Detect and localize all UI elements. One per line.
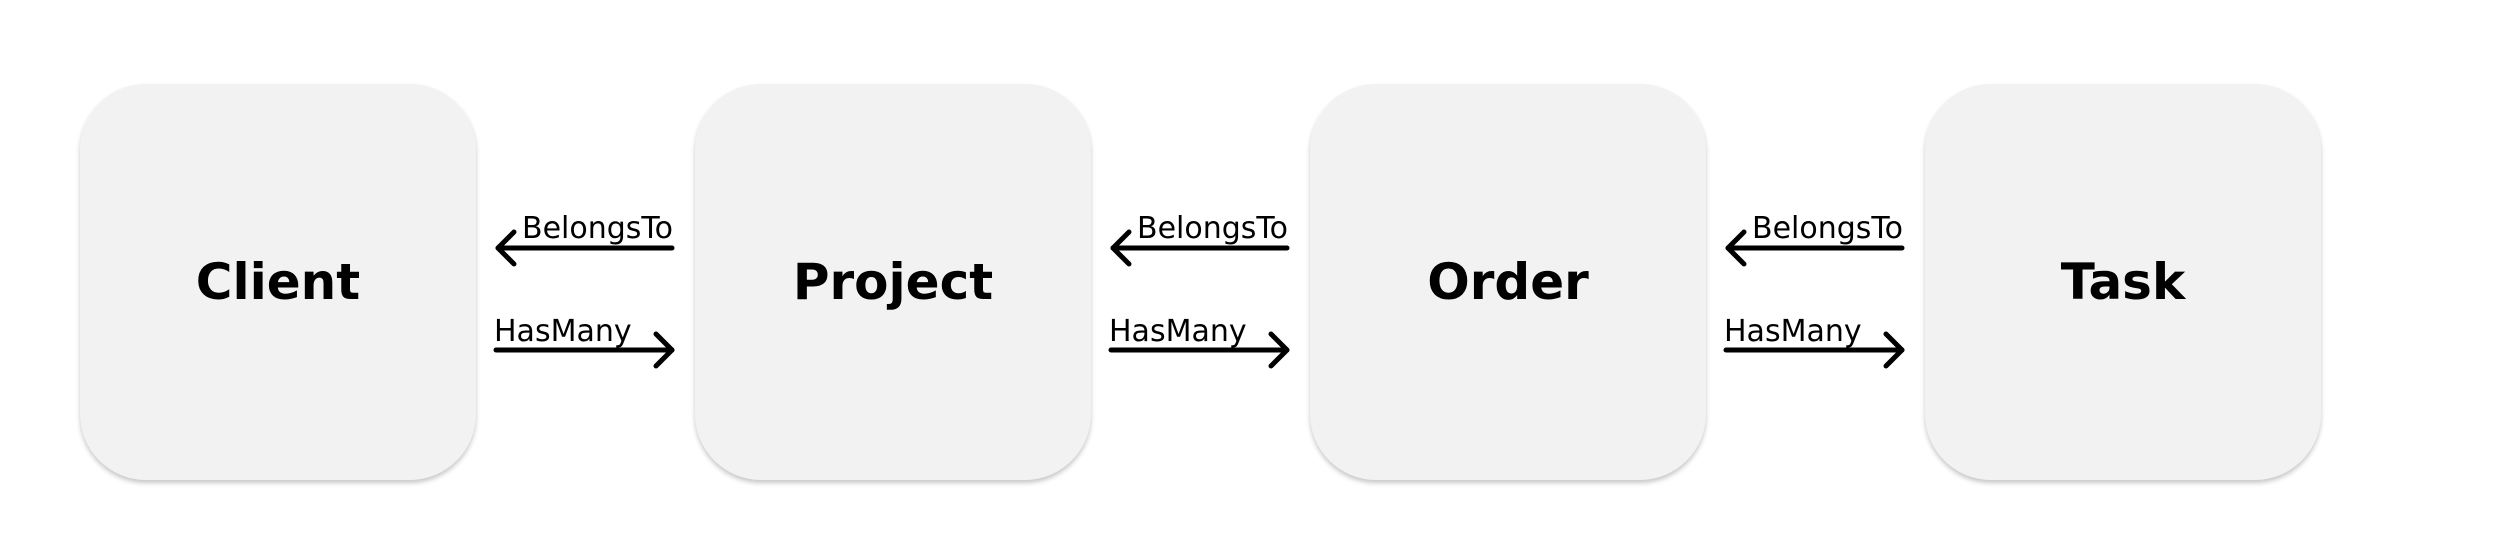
- relation-order-task: BelongsTo HasMany: [1723, 190, 1920, 390]
- arrow-belongs-to-left: [1110, 229, 1290, 267]
- edge-label-has-many: HasMany: [494, 314, 632, 349]
- relation-arrows: [1108, 229, 1290, 369]
- edge-label-has-many: HasMany: [1109, 314, 1247, 349]
- arrow-has-many-right: [1723, 331, 1905, 369]
- node-order[interactable]: Order: [1310, 84, 1706, 480]
- edge-label-belongs-to: BelongsTo: [1752, 211, 1903, 246]
- edge-label-has-many: HasMany: [1724, 314, 1862, 349]
- relation-arrows: [493, 229, 675, 369]
- arrow-has-many-right: [493, 331, 675, 369]
- relation-client-project: BelongsTo HasMany: [493, 190, 690, 390]
- node-label-task: Task: [2060, 253, 2186, 311]
- node-project[interactable]: Project: [695, 84, 1091, 480]
- node-label-client: Client: [195, 253, 361, 311]
- node-client[interactable]: Client: [80, 84, 476, 480]
- node-label-order: Order: [1427, 253, 1589, 311]
- arrow-belongs-to-left: [1725, 229, 1905, 267]
- relation-project-order: BelongsTo HasMany: [1108, 190, 1305, 390]
- relation-arrows: [1723, 229, 1905, 369]
- edge-label-belongs-to: BelongsTo: [1137, 211, 1288, 246]
- node-task[interactable]: Task: [1925, 84, 2321, 480]
- arrow-has-many-right: [1108, 331, 1290, 369]
- arrow-belongs-to-left: [495, 229, 675, 267]
- edge-label-belongs-to: BelongsTo: [522, 211, 673, 246]
- node-label-project: Project: [792, 253, 994, 311]
